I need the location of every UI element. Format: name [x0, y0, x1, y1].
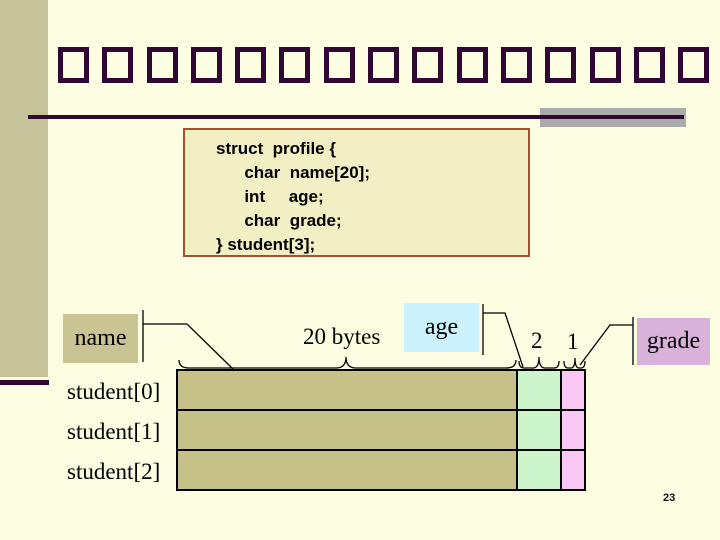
memory-table	[176, 369, 586, 491]
name-callout-leader-line	[143, 323, 234, 370]
struct-code-box: struct profile { char name[20]; int age;…	[183, 128, 530, 257]
grade-size-annotation: 1	[567, 329, 579, 354]
field-label-name: name	[63, 314, 138, 363]
cell-grade-byte	[560, 451, 584, 489]
missing-glyph-box	[235, 47, 267, 83]
missing-glyph-box	[633, 47, 665, 83]
row-label-student-2: student[2]	[67, 459, 161, 484]
missing-glyph-box	[279, 47, 311, 83]
missing-glyph-box	[146, 47, 178, 83]
cell-age-bytes	[516, 371, 560, 409]
age-size-annotation: 2	[531, 328, 543, 353]
missing-glyph-box	[323, 47, 355, 83]
missing-glyph-box	[368, 47, 400, 83]
table-row	[178, 451, 584, 489]
name-size-annotation: 20 bytes	[303, 324, 381, 349]
cell-name-bytes	[178, 451, 516, 489]
table-row	[178, 371, 584, 411]
missing-glyph-box	[412, 47, 444, 83]
cell-age-bytes	[516, 411, 560, 449]
grade-bytes-brace	[563, 357, 586, 369]
name-bytes-brace	[178, 356, 517, 369]
missing-glyph-box	[456, 47, 488, 83]
row-label-student-0: student[0]	[67, 379, 161, 404]
missing-glyph-box	[102, 47, 134, 83]
sidebar-bar	[0, 0, 48, 377]
table-row	[178, 411, 584, 451]
cell-age-bytes	[516, 451, 560, 489]
sidebar-accent-line	[0, 380, 49, 385]
cell-name-bytes	[178, 411, 516, 449]
missing-glyph-box	[545, 47, 577, 83]
code-line: char grade;	[216, 211, 342, 230]
title-underline	[28, 115, 684, 119]
code-line: int age;	[216, 187, 324, 206]
grade-callout-leader-line	[579, 324, 633, 366]
age-bytes-brace	[518, 356, 560, 369]
row-label-student-1: student[1]	[67, 419, 161, 444]
missing-glyph-box	[500, 47, 532, 83]
missing-glyph-box	[678, 47, 710, 83]
field-label-age: age	[404, 303, 479, 352]
missing-glyph-box	[589, 47, 621, 83]
age-callout-leader-line	[483, 312, 524, 368]
cell-name-bytes	[178, 371, 516, 409]
slide-title	[58, 47, 710, 83]
field-label-grade: grade	[637, 318, 710, 365]
cell-grade-byte	[560, 371, 584, 409]
page-number: 23	[663, 492, 676, 504]
missing-glyph-box	[190, 47, 222, 83]
code-line: struct profile {	[216, 139, 336, 158]
code-line: } student[3];	[216, 235, 316, 254]
cell-grade-byte	[560, 411, 584, 449]
missing-glyph-box	[58, 47, 89, 83]
code-line: char name[20];	[216, 163, 370, 182]
